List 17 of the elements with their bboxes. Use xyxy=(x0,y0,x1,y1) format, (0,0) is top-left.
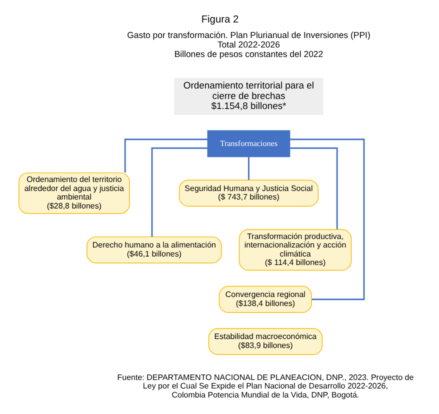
node-box: Seguridad Humana y Justicia Social ($ 743,7 billones) xyxy=(178,180,318,207)
label: Gasto por transformación. Plan Plurianual de Inversiones (PPI) xyxy=(126,30,370,40)
node-box: Transformaciones xyxy=(206,130,290,158)
node-box: Estabilidad macroeconómica ($83,9 billones) xyxy=(208,328,322,355)
connector xyxy=(248,156,249,180)
connector xyxy=(290,147,338,230)
connector xyxy=(290,138,364,300)
diagram-title: Figura 2 xyxy=(200,14,238,26)
label: Total 2022-2026 xyxy=(216,39,280,50)
caption: Fuente: DEPARTAMENTO NACIONAL DE PLANEACION, DNP., 2023. Proyecto de Ley por el Cual Se Expide el Plan Nacional de Desarrollo 2022-2026, Colombia Potencia Mundial de la Vida, DNP, Bogotá. xyxy=(116,372,414,400)
connector xyxy=(150,147,207,237)
connector xyxy=(124,138,208,173)
node-box: Ordenamiento del territorio alrededor del agua y justicia ambiental ($28,8 billones) xyxy=(18,172,130,214)
label: Billones de pesos constantes del 2022 xyxy=(174,48,323,59)
node-box: Derecho humano a la alimentación ($46,1 billones) xyxy=(86,236,222,264)
node-box: Convergencia regional ($138,4 billones) xyxy=(218,286,312,313)
node-box: Transformación productiva, internacionalización y acción climática ($ 114,4 billones) xyxy=(238,229,352,271)
